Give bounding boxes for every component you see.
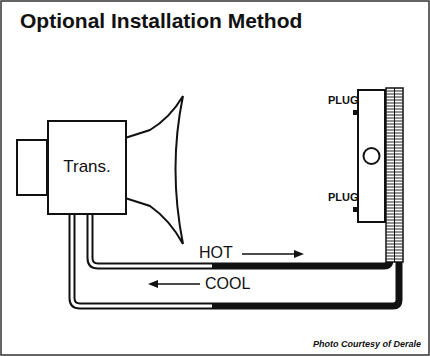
tailshaft-housing bbox=[17, 140, 47, 195]
hot-line-hollow bbox=[90, 213, 212, 266]
cool-flow-arrow bbox=[158, 283, 200, 285]
cooler-port bbox=[364, 148, 380, 164]
radiator-core bbox=[386, 88, 403, 262]
hot-arrowhead bbox=[294, 250, 304, 258]
plug-symbol bbox=[353, 207, 358, 212]
radiator-divider bbox=[394, 88, 395, 262]
hot-flow-arrow bbox=[242, 253, 296, 255]
transmission-box: Trans. bbox=[47, 120, 127, 215]
radiator bbox=[386, 88, 403, 262]
cool-arrowhead bbox=[148, 280, 158, 288]
cooler-body bbox=[358, 90, 385, 222]
bell-housing bbox=[125, 96, 183, 244]
plug-label: PLUG bbox=[328, 191, 359, 203]
cool-line bbox=[72, 213, 399, 306]
plug-label: PLUG bbox=[328, 94, 359, 106]
hot-line bbox=[90, 213, 390, 266]
diagram-title: Optional Installation Method bbox=[20, 9, 302, 32]
plug-symbol bbox=[353, 110, 358, 115]
flow-label: COOL bbox=[205, 275, 250, 293]
photo-credit: Photo Courtesy of Derale bbox=[313, 340, 421, 350]
flow-label: HOT bbox=[199, 244, 233, 262]
node-label: Trans. bbox=[63, 158, 111, 177]
